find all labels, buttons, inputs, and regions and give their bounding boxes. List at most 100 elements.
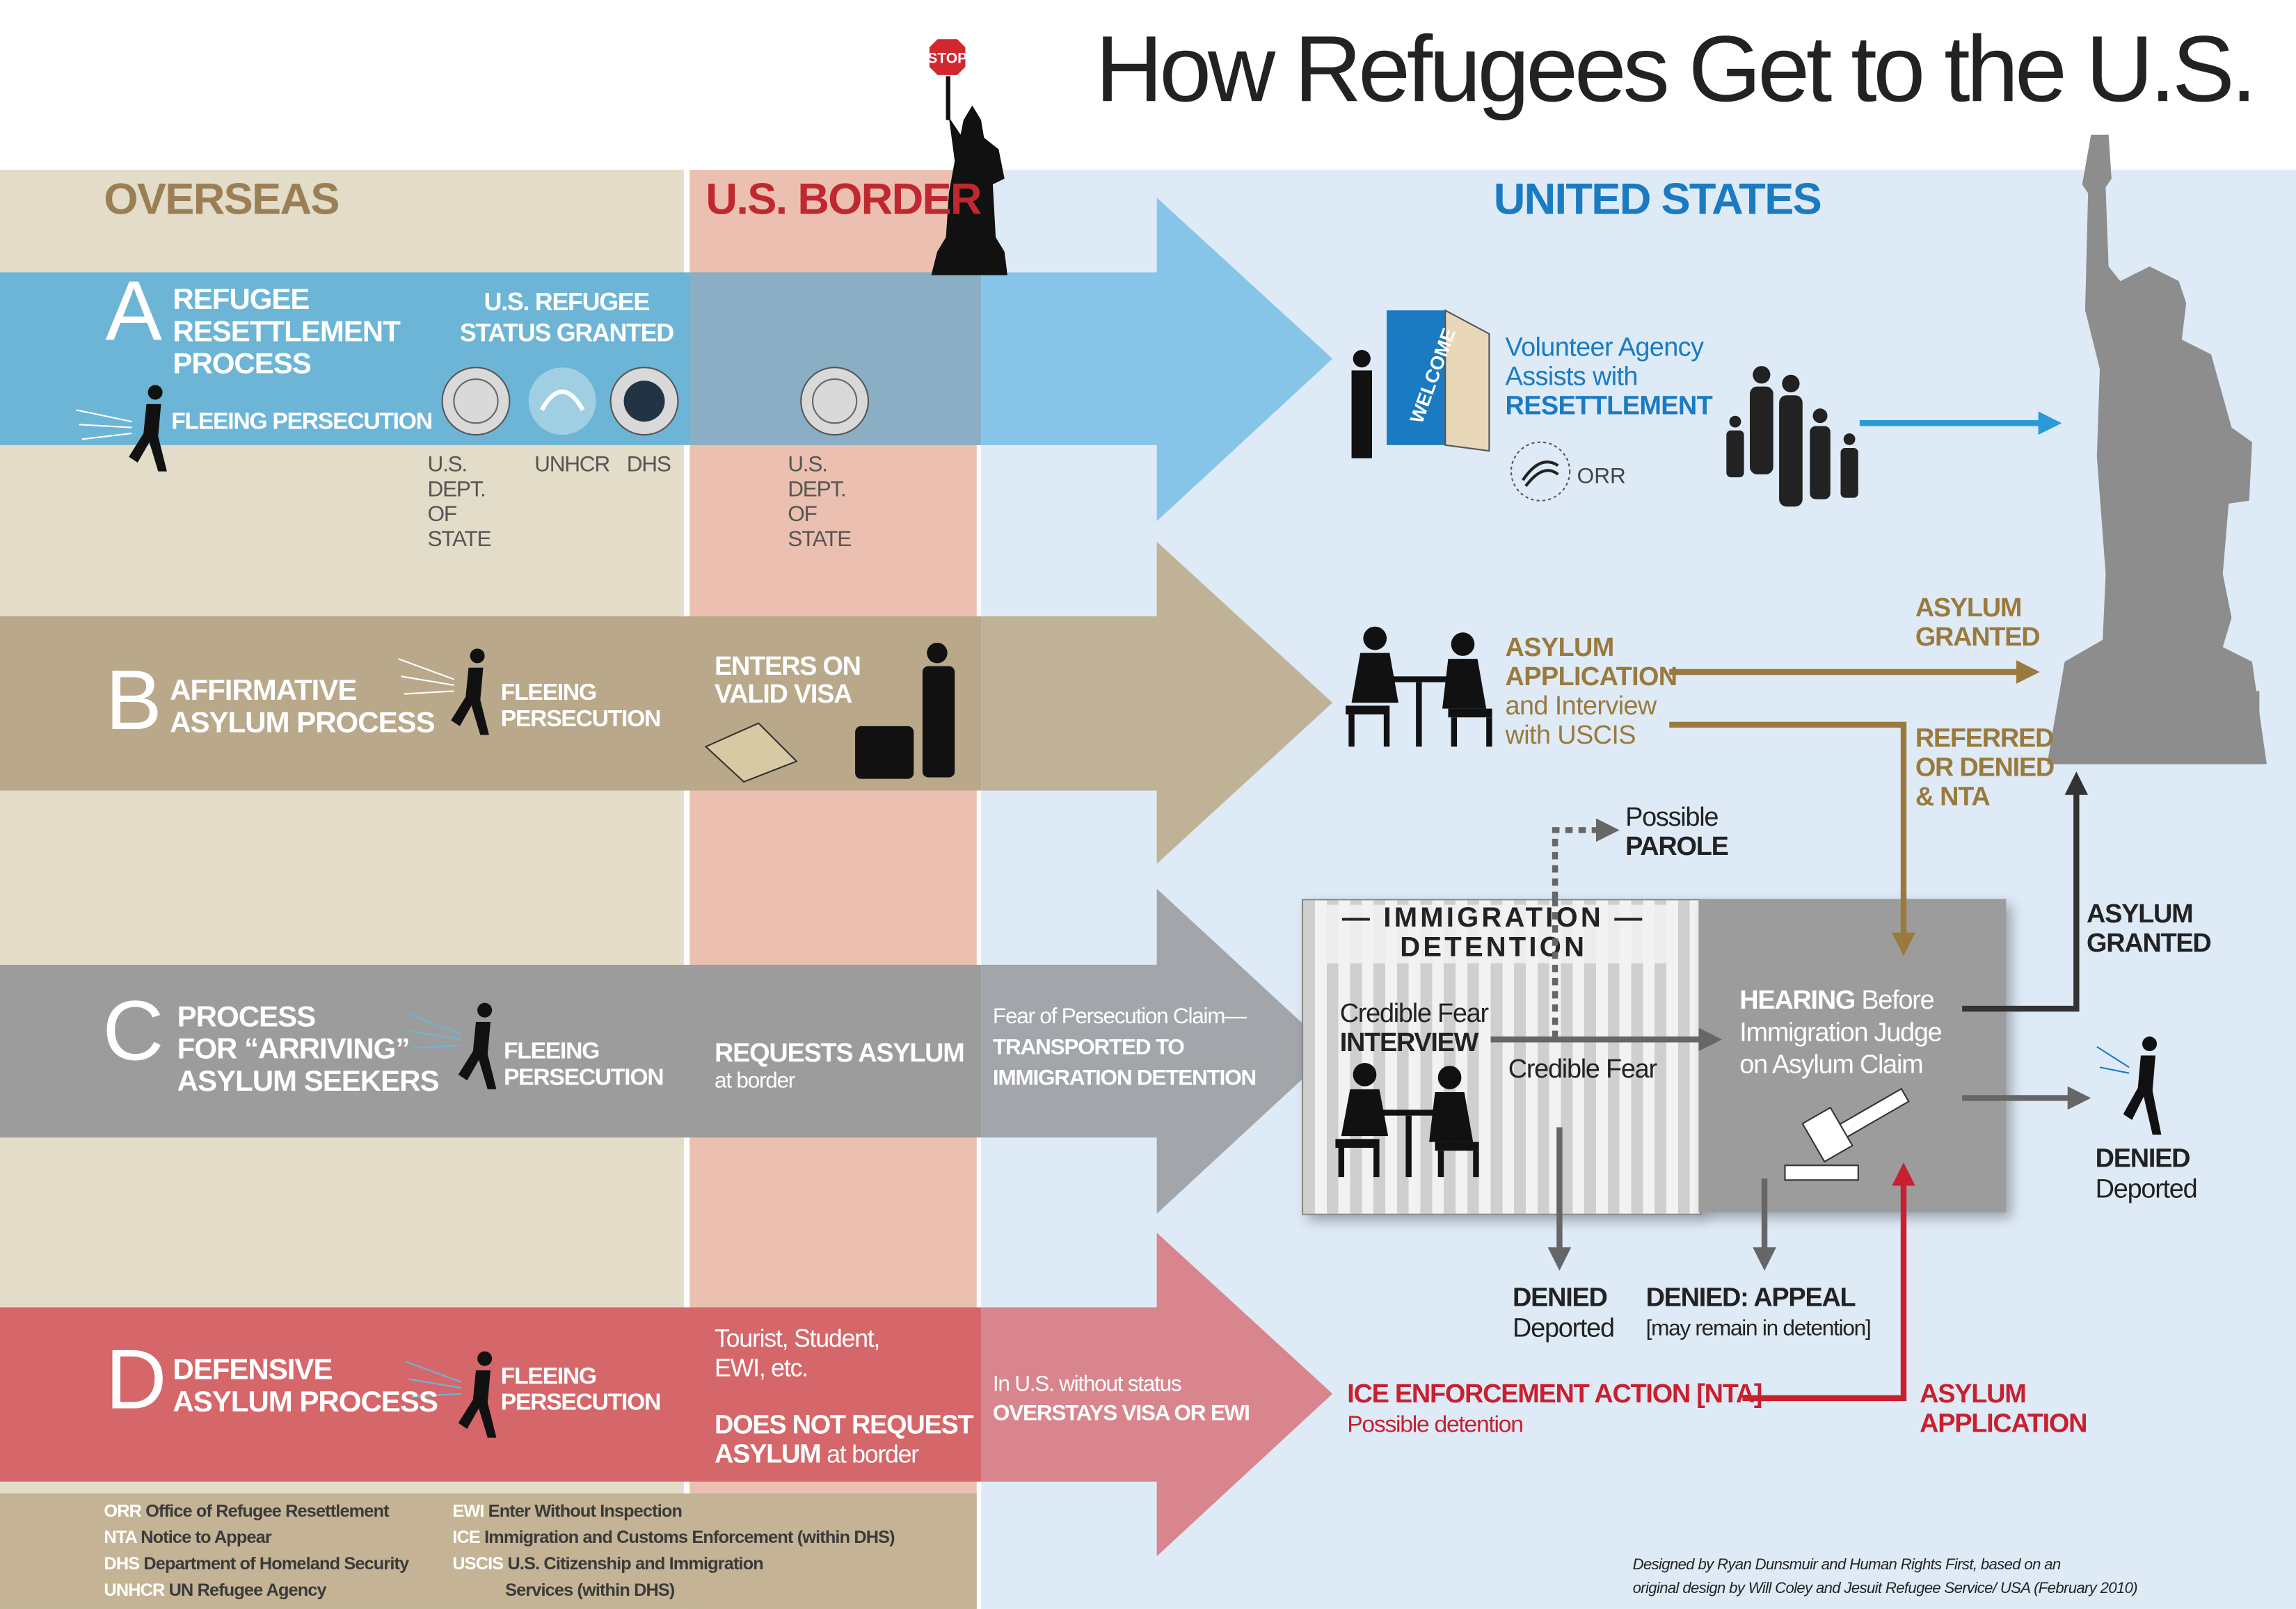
- overseas-header: OVERSEAS: [104, 175, 340, 225]
- denied-deported-bottom: DENIED Deported: [1513, 1282, 1615, 1344]
- row-b-letter: B: [105, 653, 162, 749]
- text-line: ICE ENFORCEMENT ACTION [NTA]: [1347, 1379, 1762, 1409]
- text-line: on Asylum Claim: [1739, 1049, 1923, 1080]
- glossary-text: UN Refugee Agency: [168, 1579, 327, 1601]
- row-b-fleeing: FLEEING PERSECUTION: [500, 680, 662, 734]
- text-line: PERSECUTION: [500, 1391, 662, 1416]
- glossary-right: EWI Enter Without Inspection ICE Immigra…: [452, 1498, 895, 1603]
- glossary-abbr: EWI: [452, 1500, 484, 1521]
- agency-unhcr: UNHCR: [534, 452, 610, 478]
- glossary-abbr: DHS: [104, 1553, 140, 1574]
- text-line: TRANSPORTED TO: [992, 1034, 1185, 1060]
- text-line: Deported: [2095, 1174, 2198, 1203]
- welcome-door-icon: WELCOME: [1351, 309, 1490, 458]
- text-line: DENIED: [1513, 1282, 1608, 1312]
- row-c-letter: C: [102, 984, 164, 1080]
- hhs-seal-icon: [1510, 441, 1571, 502]
- glossary-text: Services (within DHS): [505, 1579, 675, 1601]
- refugee-status-granted: U.S. REFUGEE STATUS GRANTED: [460, 287, 674, 349]
- statue-of-liberty-icon: [2047, 134, 2267, 765]
- text-line: PERSECUTION: [503, 1066, 664, 1091]
- credible-fear-interview: Credible Fear INTERVIEW: [1339, 998, 1489, 1057]
- text-line: — IMMIGRATION —: [1341, 903, 1645, 934]
- ice-enforcement-text: ICE ENFORCEMENT ACTION [NTA] Possible de…: [1347, 1379, 1762, 1441]
- text-line: DENIED: APPEAL: [1645, 1282, 1856, 1312]
- possible-parole: Possible PAROLE: [1625, 802, 1729, 860]
- svg-text:STOP: STOP: [927, 50, 967, 66]
- glossary-item: UNHCR UN Refugee Agency: [104, 1577, 408, 1603]
- text-line: ASYLUM at border: [715, 1439, 973, 1470]
- row-a-title-line: PROCESS: [173, 348, 312, 381]
- text-line: RESETTLEMENT: [1505, 390, 1713, 421]
- glossary-abbr: UNHCR: [104, 1579, 165, 1601]
- row-c-arrow: [981, 888, 1333, 1214]
- glossary-band: [0, 1493, 977, 1609]
- text-line: INTERVIEW: [1339, 1027, 1479, 1057]
- text-line: OVERSTAYS VISA OR EWI: [992, 1401, 1250, 1426]
- denied-appeal: DENIED: APPEAL [may remain in detention]: [1645, 1282, 1872, 1344]
- agency-dhs: DHS: [626, 452, 671, 478]
- denied-deported-right: DENIED Deported: [2095, 1144, 2198, 1205]
- glossary-item: DHS Department of Homeland Security: [104, 1551, 409, 1577]
- text-span: IMMIGRATION: [1383, 903, 1604, 934]
- text-line: and Interview: [1505, 691, 1657, 721]
- glossary-abbr: ORR: [104, 1500, 142, 1521]
- orr-label: ORR: [1577, 464, 1626, 489]
- text-line: Deported: [1513, 1313, 1615, 1343]
- statue-of-liberty-stop-icon: STOP: [927, 37, 1007, 275]
- row-c-fleeing: FLEEING PERSECUTION: [503, 1039, 664, 1092]
- text-line: Tourist, Student,: [715, 1324, 880, 1353]
- row-b-asylum-granted: ASYLUM GRANTED: [1915, 593, 2041, 652]
- row-a-title: REFUGEE RESETTLEMENT PROCESS: [173, 284, 401, 381]
- text-line: ASYLUM: [1920, 1379, 2027, 1409]
- running-person-icon: [398, 648, 489, 735]
- row-c-border-text: REQUESTS ASYLUM at border: [715, 1038, 965, 1095]
- credit-line: original design by Will Coley and Jesuit…: [1632, 1579, 2138, 1598]
- text-line: FLEEING: [500, 680, 597, 706]
- hearing-text: HEARING Before Immigration Judge on Asyl…: [1739, 984, 1942, 1080]
- interview-table-icon: [1335, 1062, 1479, 1178]
- border-agency-dept-of-state: U.S. DEPT. OF STATE: [788, 452, 852, 552]
- row-b-title-line: ASYLUM PROCESS: [170, 707, 436, 739]
- text-line: APPLICATION: [1505, 662, 1678, 691]
- text-line: with USCIS: [1505, 720, 1636, 750]
- glossary-item: Services (within DHS): [452, 1577, 894, 1603]
- text-line: DETENTION: [1400, 932, 1588, 963]
- passport-luggage-icon: [704, 642, 955, 783]
- page-title: How Refugees Get to the U.S.: [1095, 16, 2257, 122]
- glossary-text: Immigration and Customs Enforcement (wit…: [484, 1527, 895, 1548]
- us-header: UNITED STATES: [1493, 175, 1822, 225]
- text-line: Assists with: [1505, 361, 1639, 391]
- glossary-text: Department of Homeland Security: [143, 1553, 409, 1574]
- row-b-title-line: AFFIRMATIVE: [170, 675, 357, 707]
- row-d-title: DEFENSIVE ASYLUM PROCESS: [173, 1354, 438, 1419]
- text-line: [may remain in detention]: [1645, 1316, 1872, 1341]
- glossary-abbr: NTA: [104, 1527, 137, 1548]
- text-line: EWI, etc.: [715, 1354, 808, 1382]
- credit: Designed by Ryan Dunsmuir and Human Righ…: [1632, 1553, 2138, 1600]
- text-line: VALID VISA: [715, 679, 852, 709]
- row-c-band: [0, 964, 982, 1138]
- referred-or-denied: REFERRED OR DENIED & NTA: [1915, 723, 2055, 811]
- credit-line: Designed by Ryan Dunsmuir and Human Righ…: [1632, 1556, 2062, 1574]
- row-b-arrow: [981, 541, 1333, 864]
- text-line: GRANTED: [1915, 622, 2041, 652]
- text-line: Volunteer Agency: [1505, 332, 1704, 362]
- glossary-item: EWI Enter Without Inspection: [452, 1498, 894, 1524]
- volunteer-agency-text: Volunteer Agency Assists with RESETTLEME…: [1506, 333, 1713, 420]
- row-c-title-line: FOR “ARRIVING”: [177, 1033, 410, 1066]
- text-line: REQUESTS ASYLUM: [715, 1038, 965, 1068]
- row-a-title-line: REFUGEE: [173, 284, 310, 317]
- text-line: FLEEING: [503, 1039, 600, 1065]
- text-line: DOES NOT REQUEST: [715, 1409, 974, 1439]
- text-line: In U.S. without status: [992, 1372, 1182, 1397]
- row-a-letter: A: [105, 263, 162, 359]
- row-d-asylum-application: ASYLUM APPLICATION: [1920, 1379, 2087, 1438]
- text-line: Fear of Persecution Claim—: [992, 1004, 1247, 1030]
- row-b-border-text: ENTERS ON VALID VISA: [715, 653, 861, 709]
- row-c-title-line: PROCESS: [177, 1001, 317, 1034]
- glossary-abbr: ICE: [452, 1527, 480, 1548]
- text-line: Credible Fear: [1339, 998, 1489, 1028]
- row-d-fleeing: FLEEING PERSECUTION: [500, 1364, 662, 1417]
